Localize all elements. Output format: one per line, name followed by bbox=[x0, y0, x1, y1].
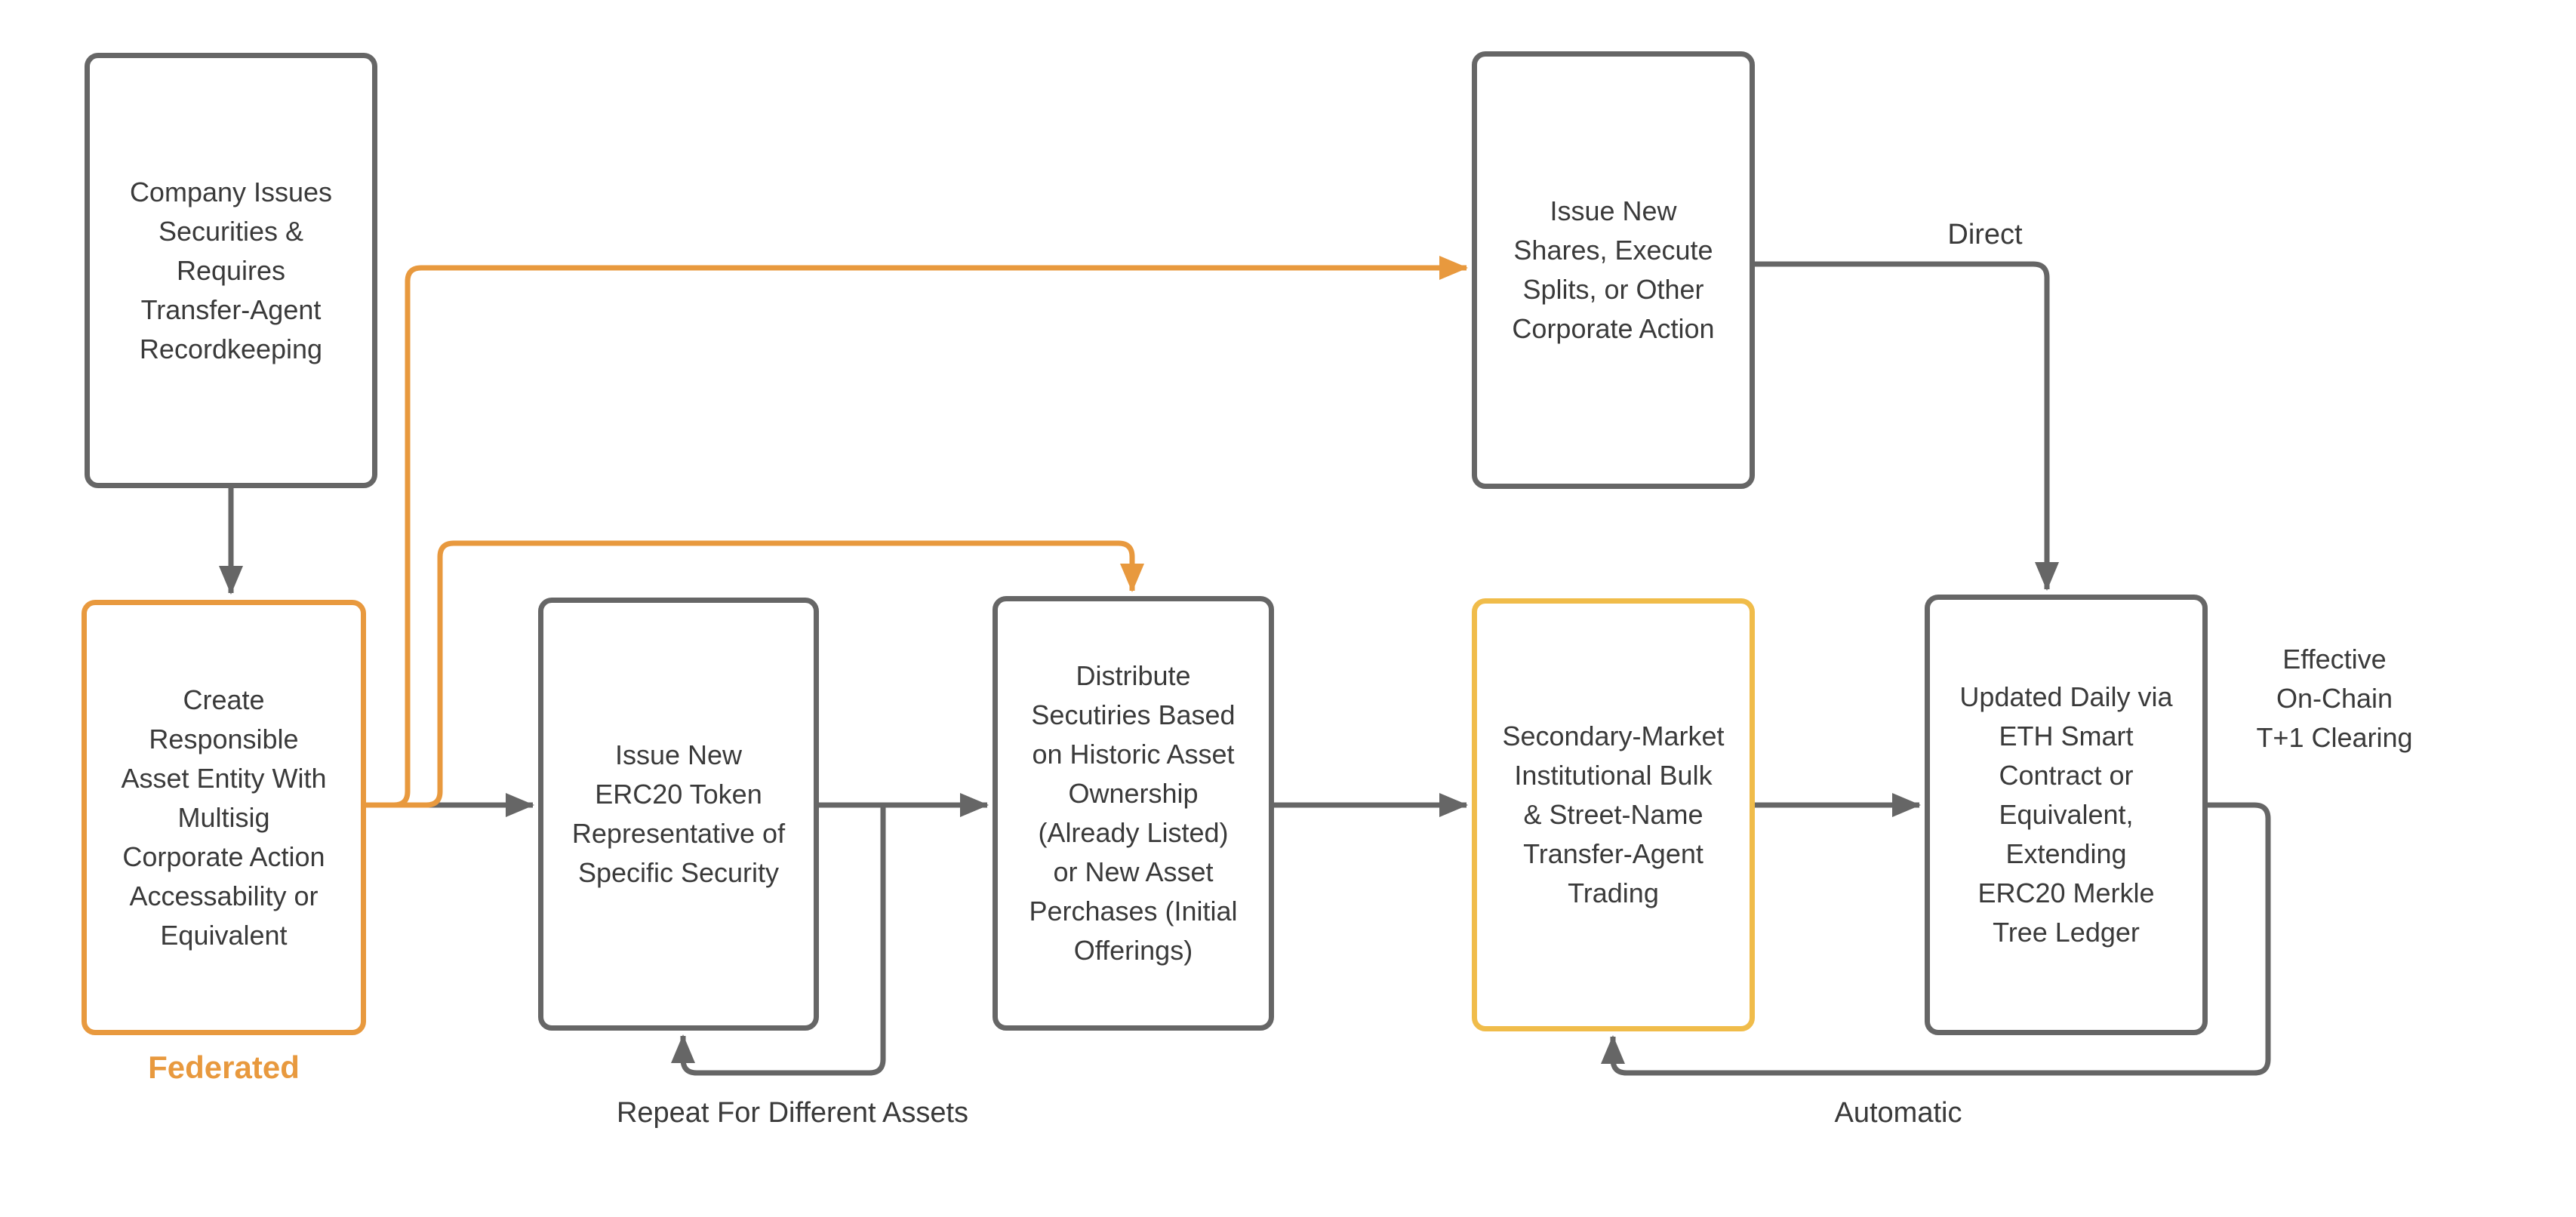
node-label: Secondary-Market Institutional Bulk & St… bbox=[1502, 721, 1725, 908]
node-label: Issue New ERC20 Token Representative of … bbox=[571, 739, 786, 888]
node-company-issues-securities: Company Issues Securities & Requires Tra… bbox=[85, 53, 377, 488]
edge-repeat-loop bbox=[671, 805, 886, 1076]
node-secondary-market-trading: Secondary-Market Institutional Bulk & St… bbox=[1472, 598, 1755, 1031]
node-label: Distribute Secutiries Based on Historic … bbox=[1029, 660, 1238, 966]
edge-direct bbox=[1755, 261, 2059, 591]
clearing-note-label: Effective On-Chain T+1 Clearing bbox=[2256, 644, 2413, 753]
node-issue-new-erc20-token: Issue New ERC20 Token Representative of … bbox=[538, 598, 819, 1031]
node-issue-new-shares: Issue New Shares, Execute Splits, or Oth… bbox=[1472, 51, 1755, 489]
edge-entity-to-distribute-orange bbox=[366, 540, 1144, 808]
automatic-loop-label: Automatic bbox=[1834, 1097, 1962, 1129]
node-updated-daily-eth: Updated Daily via ETH Smart Contract or … bbox=[1925, 595, 2208, 1035]
edge-automatic-loop bbox=[1601, 802, 2271, 1076]
node-distribute-securities: Distribute Secutiries Based on Historic … bbox=[993, 596, 1274, 1031]
edge-entity-to-shares-orange bbox=[366, 256, 1468, 808]
node-create-responsible-entity: Create Responsible Asset Entity With Mul… bbox=[82, 600, 366, 1035]
node-label: Issue New Shares, Execute Splits, or Oth… bbox=[1512, 195, 1715, 344]
node-label: Updated Daily via ETH Smart Contract or … bbox=[1959, 681, 2173, 948]
node-label: Create Responsible Asset Entity With Mul… bbox=[121, 684, 327, 951]
direct-label: Direct bbox=[1947, 219, 2023, 250]
repeat-loop-label: Repeat For Different Assets bbox=[616, 1097, 969, 1129]
federated-label: Federated bbox=[148, 1050, 300, 1085]
node-label: Company Issues Securities & Requires Tra… bbox=[129, 176, 333, 364]
